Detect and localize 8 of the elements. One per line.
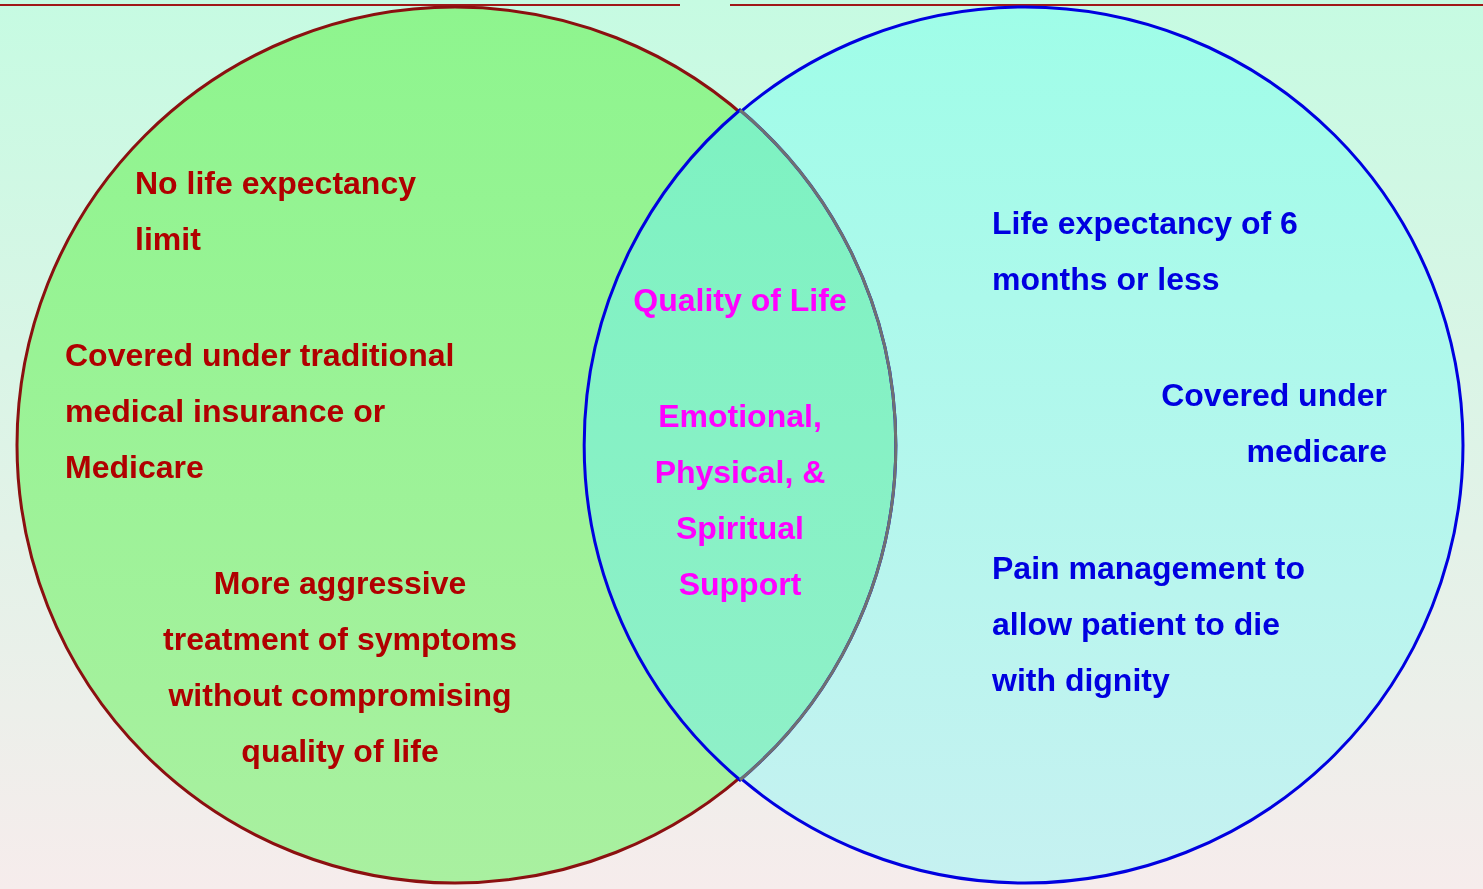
venn-label: More aggressive treatment of symptoms without compromising quality of life [162,564,518,771]
venn-label: Life expectancy of 6 months or less [992,204,1299,299]
venn-label: No life expectancy limit [135,164,417,259]
venn-label: Covered under traditional medical insurance or Medicare [65,336,456,487]
venn-label: Emotional, Physical, & Spiritual Support [653,397,827,604]
venn-label: Pain management to allow patient to die with dignity [992,549,1306,700]
venn-label: Quality of Life [632,281,848,320]
venn-label: Covered under medicare [1160,376,1387,471]
